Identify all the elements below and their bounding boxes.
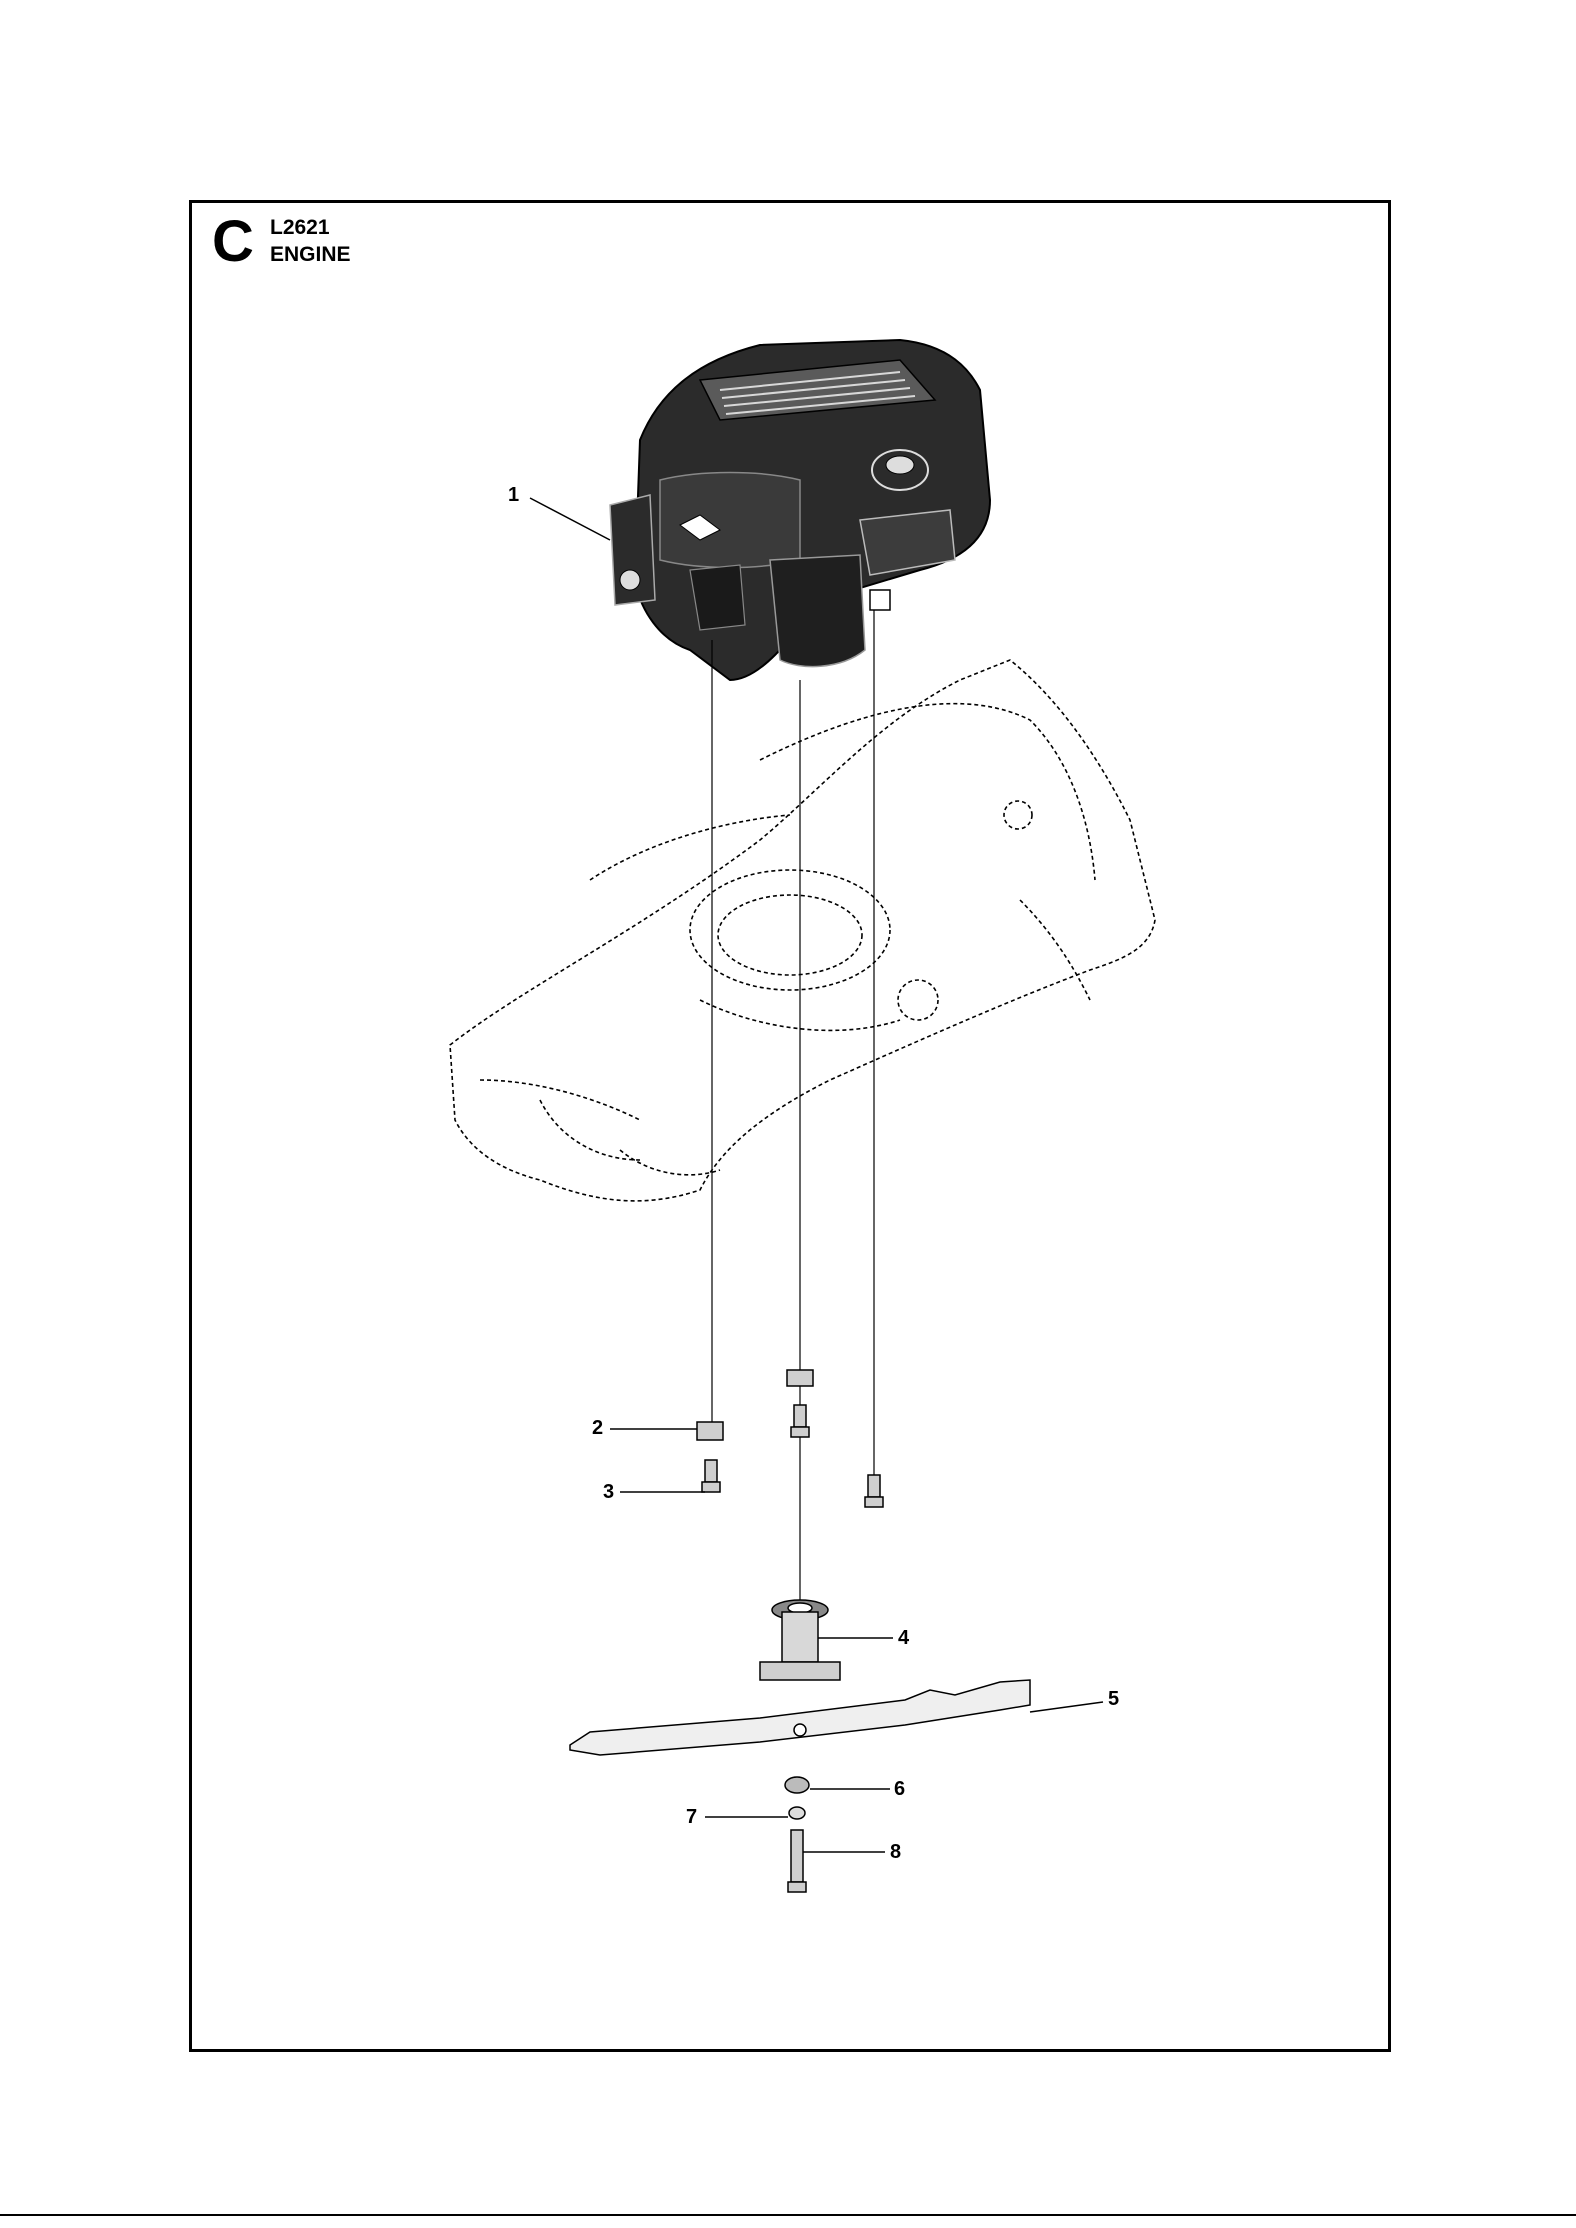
bolt-middle	[791, 1405, 809, 1437]
washer-plate	[697, 1422, 723, 1440]
blade-adapter	[760, 1600, 840, 1680]
washer-plate-middle	[787, 1370, 813, 1386]
washer	[785, 1777, 809, 1793]
engine-illustration	[610, 340, 990, 680]
callout-5: 5	[1108, 1688, 1119, 1710]
blade	[570, 1680, 1030, 1755]
lock-washer	[789, 1807, 805, 1819]
callout-2: 2	[592, 1417, 603, 1439]
bolt-right	[865, 1475, 883, 1507]
bolt-left	[702, 1460, 720, 1492]
callout-1: 1	[508, 484, 519, 506]
callout-3: 3	[603, 1481, 614, 1503]
mower-deck	[450, 660, 1155, 1201]
callout-6: 6	[894, 1778, 905, 1800]
footer-rule	[0, 2214, 1576, 2216]
callout-7: 7	[686, 1806, 697, 1828]
callout-4: 4	[898, 1627, 909, 1649]
blade-bolt	[788, 1830, 806, 1892]
callout-8: 8	[890, 1841, 901, 1863]
